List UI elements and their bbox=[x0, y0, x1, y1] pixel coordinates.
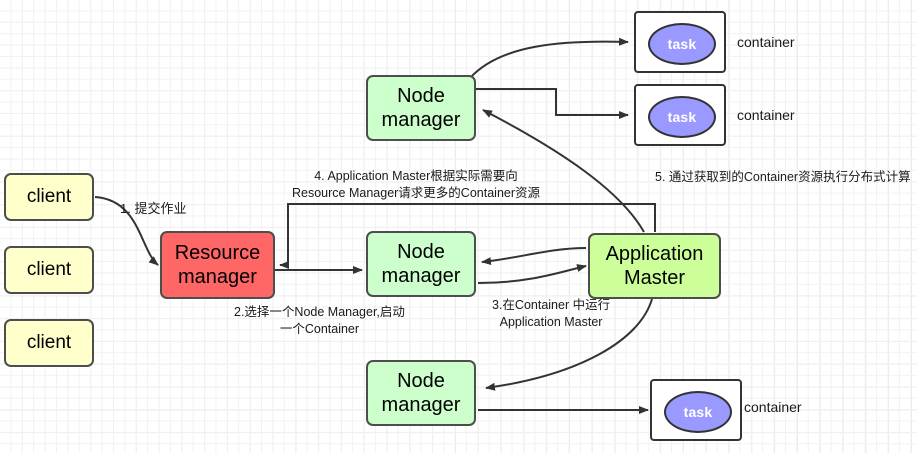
node-manager-middle-line2: manager bbox=[381, 265, 461, 287]
task-ellipse-2[interactable]: task bbox=[648, 96, 716, 138]
node-client-2-label: client bbox=[26, 258, 72, 280]
edge-label-step-4-line2: Resource Manager请求更多的Container资源 bbox=[292, 185, 541, 200]
node-resource-manager[interactable]: Resource manager bbox=[160, 231, 275, 299]
task-ellipse-3[interactable]: task bbox=[664, 391, 732, 433]
node-resource-manager-line2: manager bbox=[178, 266, 257, 288]
task-label-2: task bbox=[667, 109, 697, 125]
edge-label-step-1: 1. 提交作业 bbox=[120, 201, 187, 216]
container-label-2: container bbox=[737, 107, 795, 123]
node-manager-bottom[interactable]: Node manager bbox=[366, 360, 476, 426]
node-client-1-label: client bbox=[26, 185, 72, 207]
node-manager-middle-line1: Node bbox=[397, 241, 445, 263]
container-label-3: container bbox=[744, 399, 802, 415]
node-application-master[interactable]: Application Master bbox=[588, 233, 721, 299]
node-application-master-line1: Application bbox=[605, 243, 704, 265]
node-manager-top-line2: manager bbox=[381, 109, 461, 131]
container-label-1: container bbox=[737, 34, 795, 50]
edge-label-step-2: 2.选择一个Node Manager,启动 一个Container bbox=[234, 304, 405, 338]
edge-top-node-manager-to-task-2 bbox=[474, 88, 629, 119]
edge-label-step-3-line1: 3.在Container 中运行 bbox=[492, 298, 611, 312]
node-client-3[interactable]: client bbox=[4, 319, 94, 367]
edge-label-step-4-line1: 4. Application Master根据实际需要向 bbox=[314, 169, 518, 183]
edge-label-step-2-line2: 一个Container bbox=[279, 321, 360, 336]
task-label-3: task bbox=[683, 404, 713, 420]
node-manager-top[interactable]: Node manager bbox=[366, 75, 476, 141]
node-manager-bottom-line2: manager bbox=[381, 394, 461, 416]
edge-label-step-2-line1: 2.选择一个Node Manager,启动 bbox=[234, 305, 405, 319]
node-client-2[interactable]: client bbox=[4, 246, 94, 294]
task-label-1: task bbox=[667, 36, 697, 52]
edge-label-step-5: 5. 通过获取到的Container资源执行分布式计算 bbox=[655, 170, 911, 184]
edge-node-manager-to-application-master bbox=[477, 264, 587, 284]
edge-label-step-4: 4. Application Master根据实际需要向 Resource Ma… bbox=[292, 168, 540, 202]
node-resource-manager-line1: Resource bbox=[174, 242, 261, 264]
node-client-3-label: client bbox=[26, 331, 72, 353]
task-ellipse-1[interactable]: task bbox=[648, 23, 716, 65]
node-client-1[interactable]: client bbox=[4, 173, 94, 221]
node-manager-bottom-line1: Node bbox=[397, 370, 445, 392]
edge-top-node-manager-to-task-1 bbox=[469, 37, 629, 79]
edge-label-step-3-line2: Application Master bbox=[499, 314, 603, 329]
edge-label-step-3: 3.在Container 中运行 Application Master bbox=[492, 297, 610, 331]
node-manager-middle[interactable]: Node manager bbox=[366, 231, 476, 297]
node-application-master-line2: Master bbox=[623, 267, 686, 289]
node-manager-top-line1: Node bbox=[397, 85, 445, 107]
edge-application-master-to-node-manager bbox=[481, 247, 587, 266]
